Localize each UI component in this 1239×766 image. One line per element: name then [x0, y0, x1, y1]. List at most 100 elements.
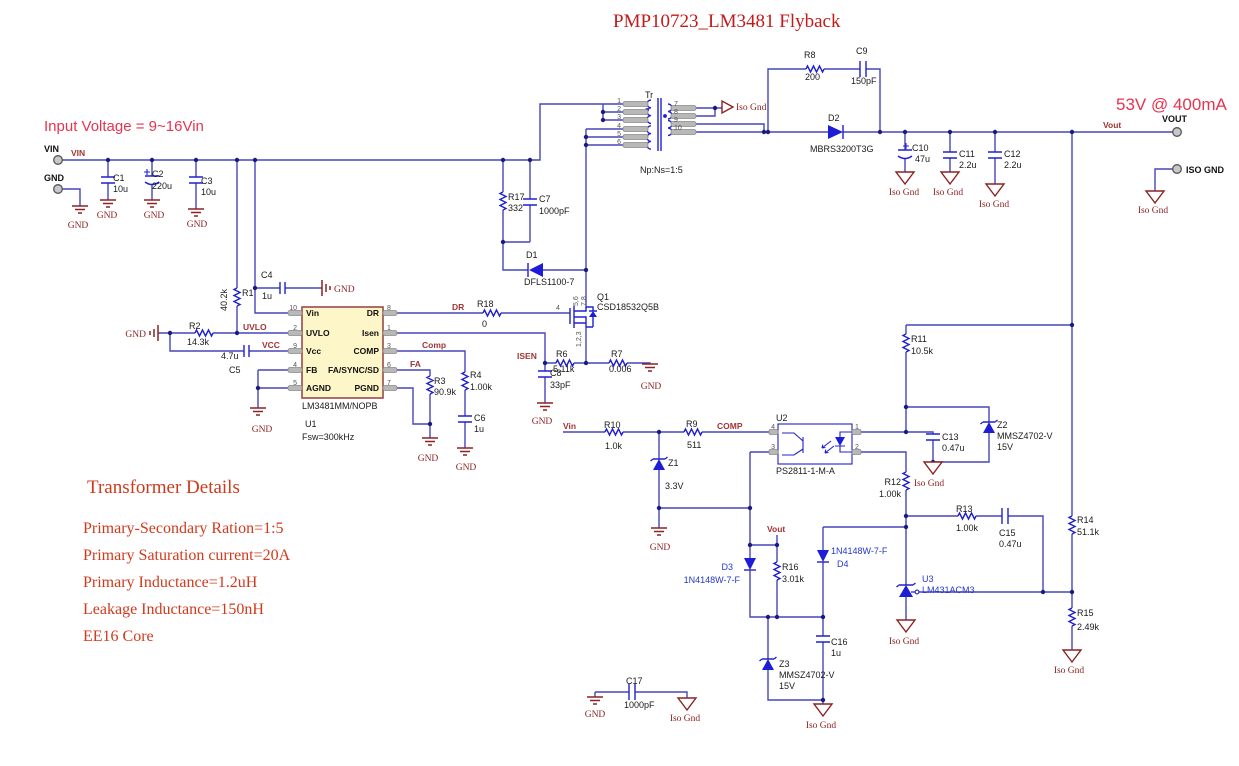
C3-ref: C3: [201, 176, 213, 186]
u2-pin-4: 4: [771, 424, 775, 431]
D4-ref: D4: [837, 559, 849, 569]
iso-gnd-terminal-label: ISO GND: [1186, 165, 1225, 175]
tr-pin-7: 7: [674, 101, 678, 108]
R18-value: 0: [482, 319, 487, 329]
D3-ref: D3: [721, 562, 733, 572]
R7-ref: R7: [611, 349, 623, 359]
C8-value: 33pF: [550, 380, 571, 390]
C8-ref: C8: [550, 368, 562, 378]
tr-pin-3: 3: [617, 114, 621, 121]
u1-pin-name: DR: [367, 308, 379, 318]
C1-value: 10u: [113, 184, 128, 194]
u1-pin-num: 9: [293, 343, 297, 350]
C4-value: 1u: [262, 291, 272, 301]
R1-value: 40.2k: [219, 288, 229, 311]
R10-ref: R10: [604, 420, 621, 430]
R9-value: 511: [687, 440, 701, 450]
Z3-value: MMSZ4702-V: [779, 670, 835, 680]
C4-ref: C4: [261, 270, 273, 280]
R9-ref: R9: [686, 419, 698, 429]
iso-gnd-label: Iso Gnd: [889, 637, 920, 647]
Z1-ref: Z1: [668, 458, 679, 468]
gnd-label: GND: [532, 417, 553, 427]
detail-line: EE16 Core: [83, 628, 154, 645]
C13-value: 0.47u: [942, 443, 965, 453]
C7-ref: C7: [539, 194, 551, 204]
tr-pin-1: 1: [617, 98, 621, 105]
R13-value: 1.00k: [956, 523, 979, 533]
Q1-part: CSD18532Q5B: [597, 302, 659, 312]
u1-pin-num: 7: [387, 380, 391, 387]
C13-ref: C13: [942, 432, 959, 442]
R16-value: 3.01k: [782, 574, 805, 584]
R2-value: 14.3k: [187, 337, 210, 347]
U3-part: LM431ACM3: [922, 585, 975, 595]
detail-line: Primary Inductance=1.2uH: [83, 574, 258, 591]
R12-value: 1.00k: [879, 489, 902, 499]
C6-ref: C6: [474, 413, 486, 423]
tr-pin-6: 6: [617, 139, 621, 146]
C10-ref: C10: [912, 143, 929, 153]
iso-gnd-label: Iso Gnd: [979, 200, 1010, 210]
phase-dot-secondary: [663, 114, 667, 118]
Z2-ref: Z2: [997, 420, 1008, 430]
net-vin-lower: Vin: [563, 421, 576, 431]
u1-pin-num: 10: [289, 305, 297, 312]
vout-terminal-label: VOUT: [1162, 114, 1188, 124]
R6-value: 5.11k: [553, 364, 575, 374]
resistors: [194, 64, 1077, 627]
R8-ref: R8: [804, 50, 816, 60]
C6-value: 1u: [474, 424, 484, 434]
D1-ref: D1: [526, 250, 538, 260]
Tr-ref: Tr: [645, 90, 653, 100]
iso-gnd-label: Iso Gnd: [933, 188, 964, 198]
net-vout: Vout: [1103, 120, 1121, 130]
Z3-value2: 15V: [779, 681, 795, 691]
C1-ref: C1: [113, 173, 125, 183]
R15-ref: R15: [1077, 608, 1094, 618]
u1-pin-name: FB: [306, 365, 317, 375]
Z2-value: MMSZ4702-V: [997, 431, 1053, 441]
C17-ref: C17: [626, 676, 643, 686]
gnd-label: GND: [641, 382, 662, 392]
u2-pin-2: 2: [855, 444, 859, 451]
vin-terminal-label: VIN: [44, 144, 59, 154]
gnd-label: GND: [97, 211, 118, 221]
C9-value: 150pF: [851, 76, 877, 86]
R12-ref: R12: [884, 477, 901, 487]
optocoupler-U2: [768, 423, 862, 465]
U3-ref: U3: [922, 574, 934, 584]
gnd-label: GND: [456, 463, 477, 473]
C10-value: 47u: [915, 154, 930, 164]
transformer-Tr: [622, 98, 697, 151]
R13-ref: R13: [956, 504, 973, 514]
R4-value: 1.00k: [470, 382, 493, 392]
D3-value: 1N4148W-7-F: [684, 575, 741, 585]
u1-pin-name: Vcc: [306, 346, 321, 356]
iso-gnd-label: Iso Gnd: [1138, 206, 1169, 216]
u1-pin-num: 5: [293, 380, 297, 387]
vin-terminal: [53, 155, 63, 165]
u1-pin-name: COMP: [354, 346, 380, 356]
R11-ref: R11: [911, 334, 927, 344]
tr-pin-10: 10: [674, 125, 682, 132]
iso-gnd-label: Iso Gnd: [1054, 666, 1085, 676]
C5-value: 4.7u: [221, 351, 239, 361]
net-isen: ISEN: [517, 351, 537, 361]
u1-pin-num: 4: [293, 362, 297, 369]
iso-gnd-label: Iso Gnd: [670, 714, 701, 724]
C7-value: 1000pF: [539, 206, 570, 216]
R14-value: 51.1k: [1077, 527, 1100, 537]
gnd-label: GND: [334, 285, 355, 295]
C12-ref: C12: [1004, 149, 1021, 159]
R1-ref: R1: [242, 288, 254, 298]
iso-gnd-symbols: [676, 99, 1166, 718]
R4-ref: R4: [470, 370, 482, 380]
D4-value: 1N4148W-7-F: [831, 546, 888, 556]
C2-ref: C2: [152, 169, 164, 179]
C17-value: 1000pF: [624, 700, 655, 710]
R14-ref: R14: [1077, 515, 1094, 525]
input-voltage-note: Input Voltage = 9~16Vin: [44, 118, 204, 135]
U1-part: LM3481MM/NOPB: [302, 401, 378, 411]
D2-ref: D2: [828, 113, 840, 123]
